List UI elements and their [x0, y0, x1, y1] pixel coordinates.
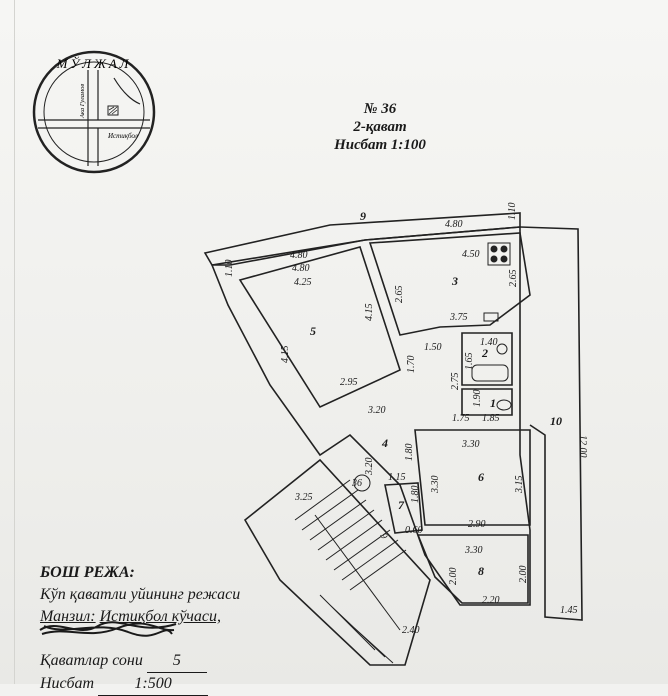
sink-icon [483, 312, 499, 322]
dim-35: 3.30 [464, 545, 483, 556]
dim-17: 1.70 [406, 356, 417, 374]
washbasin-icon [496, 343, 508, 355]
room-6-label: 6 [478, 470, 484, 484]
room-1-label: 1 [490, 396, 496, 410]
legend-scale-row: Нисбат 1:500 [40, 673, 240, 696]
room-6-outline [414, 429, 531, 526]
dim-26: 3.15 [514, 476, 525, 495]
address-label: Манзил: [40, 608, 96, 625]
room-5-label: 5 [310, 324, 316, 338]
scale-label: Нисбат 1:100 [334, 137, 426, 153]
logo-street-horizontal: Истиқбол [107, 132, 138, 140]
dim-20: 3.20 [367, 405, 386, 416]
room-3-label: 3 [451, 274, 458, 288]
dim-30: 1.15 [388, 472, 406, 483]
room-8-label: 8 [478, 564, 484, 578]
dim-23: 1.85 [482, 413, 500, 424]
stair-outline [243, 458, 431, 666]
dim-9: 2.65 [394, 286, 405, 304]
logo-street-vertical: Ака Гуламов [79, 84, 86, 119]
floors-row: Қаватлар сони 5 [40, 650, 240, 673]
room-2-label: 2 [481, 346, 488, 360]
legend-line-1: Кўп қаватли уйининг режаси [40, 586, 241, 603]
room-7-outline [384, 482, 423, 534]
plan-header: № 36 2-қават Нисбат 1:100 [300, 100, 460, 154]
bathtub-icon [471, 364, 509, 382]
dim-2: 1.10 [507, 203, 518, 221]
dim-32: 0.60 [405, 525, 423, 536]
dim-22: 1.90 [472, 390, 483, 408]
outer-wall [210, 226, 531, 606]
dim-31: 1.80 [410, 486, 421, 504]
room-4-label: 4 [381, 436, 388, 450]
logo-brand-text: МЎЛЖАЛ [56, 56, 132, 71]
dim-13: 3.75 [449, 312, 468, 323]
redaction-scribble [39, 621, 177, 637]
room-3-outline [368, 232, 531, 336]
legend-scale-value: 1:500 [98, 673, 209, 696]
dim-25: 3.30 [461, 439, 480, 450]
floor-plan: 9 3 5 2 1 10 4 6 7 8 36 4.80 1.10 4.80 4… [203, 203, 588, 666]
dim-4: 4.80 [290, 250, 308, 261]
dim-27: 3.30 [430, 476, 441, 495]
floors-label: Қаватлар сони [40, 652, 143, 669]
dim-40: 2.40 [402, 625, 420, 636]
dim-38: 2.20 [482, 595, 500, 606]
dim-8: 4.25 [294, 277, 312, 288]
dim-29: 1.80 [404, 444, 415, 462]
dim-37: 2.00 [518, 566, 529, 584]
dim-39: 1.45 [560, 605, 578, 616]
toilet-icon [496, 399, 512, 411]
dim-12: 4.15 [280, 346, 291, 364]
floors-value: 5 [146, 650, 207, 673]
dim-3: 9 [377, 532, 389, 541]
dim-6: 1.10 [224, 260, 235, 278]
stove-icon [487, 242, 511, 266]
dim-11: 4.15 [364, 304, 375, 322]
room-7-label: 7 [398, 498, 405, 512]
dim-33: 2.90 [468, 519, 486, 530]
dim-21: 1.75 [452, 413, 470, 424]
stair-marker-circle [353, 474, 371, 492]
dim-16: 1.65 [464, 353, 475, 371]
stair-marker: 36 [351, 478, 362, 489]
floor-label: 2-қават [353, 119, 407, 135]
room-5-outline [238, 246, 401, 409]
stair-steps [294, 479, 407, 664]
room-1-outline [461, 388, 513, 416]
dim-36: 2.00 [448, 568, 459, 586]
dim-10: 2.65 [508, 270, 519, 288]
dim-34: 3.25 [294, 492, 313, 503]
dim-24: 12.00 [577, 435, 588, 458]
room-2-outline [461, 332, 513, 386]
room-8-outline [416, 534, 529, 604]
dim-5: 4.50 [462, 249, 480, 260]
dim-7: 4.80 [292, 263, 310, 274]
company-logo: МЎЛЖАЛ Ака Гуламов Истиқбол [32, 50, 156, 174]
dim-15: 1.40 [480, 337, 498, 348]
dim-1: 4.80 [445, 219, 463, 230]
balcony-10-outline [519, 226, 583, 621]
dim-14: 1.50 [424, 342, 442, 353]
legend-title: БОШ РЕЖА: [40, 564, 135, 581]
dim-19: 2.95 [340, 377, 358, 388]
dim-18: 2.75 [450, 373, 461, 391]
apartment-number: № 36 [363, 101, 397, 117]
fold-line [14, 0, 15, 684]
room-9-label: 9 [360, 209, 366, 223]
address-value: Истиқбол кўчаси, [99, 608, 222, 625]
dim-28: 3.20 [364, 458, 375, 477]
legend-address-row: Манзил: Истиқбол кўчаси, [40, 606, 240, 628]
room-10-label: 10 [550, 414, 562, 428]
